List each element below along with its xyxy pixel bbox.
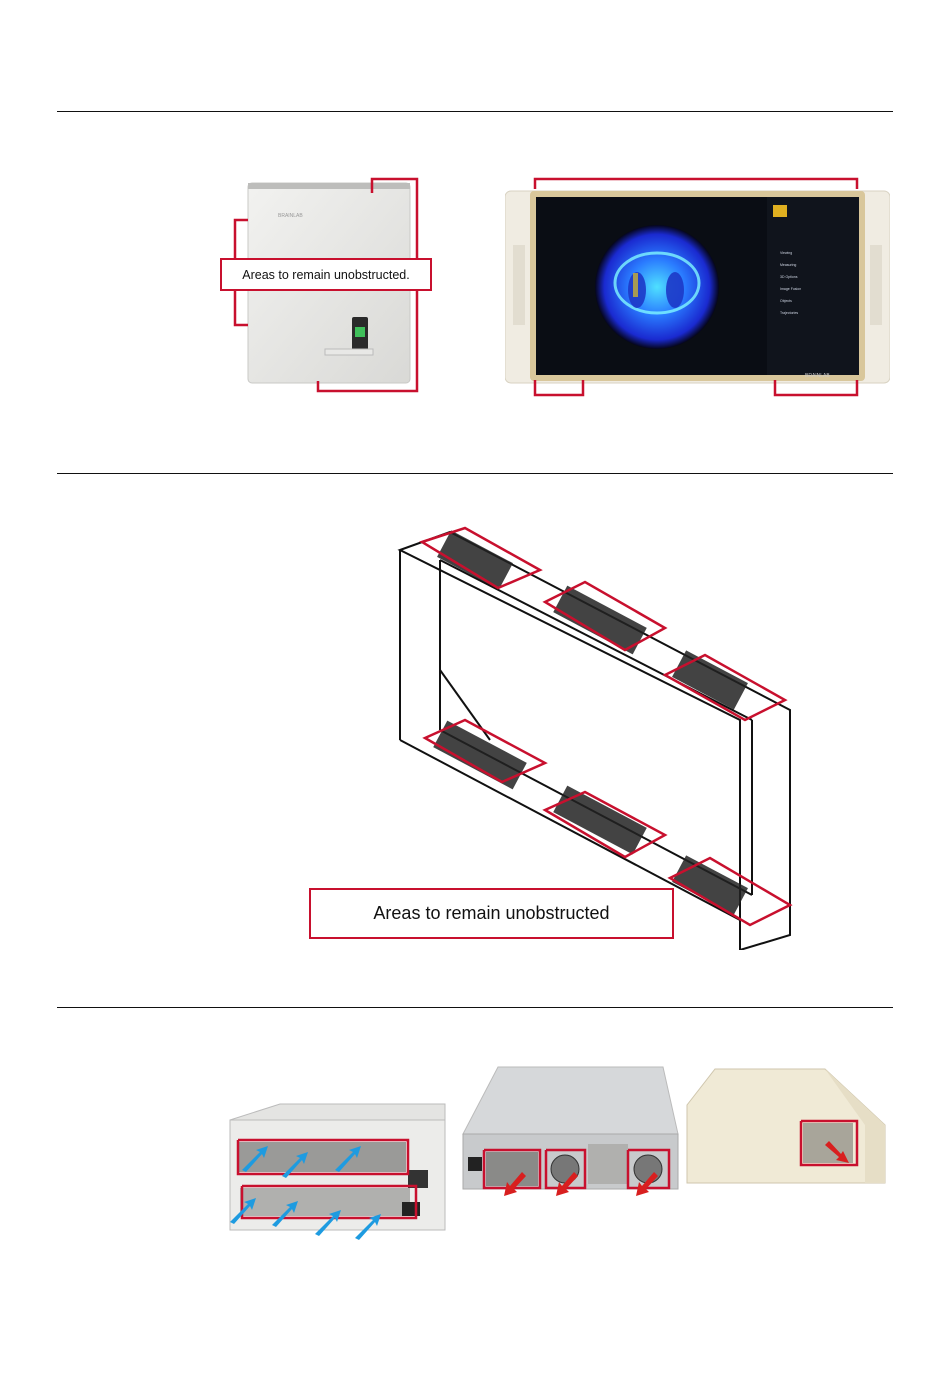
- beige-unit-illustration: [685, 1065, 890, 1195]
- monitor-menu-item: 3D Options: [780, 271, 830, 283]
- monitor-menu-item: Measuring: [780, 259, 830, 271]
- monitor-menu-item: Trajectories: [780, 307, 830, 319]
- computer-rear-illustration: [220, 1100, 448, 1250]
- computer-rear-figure: [220, 1100, 448, 1250]
- wall-panel-callout-label: Areas to remain unobstructed.: [220, 258, 432, 291]
- monitor-callout-lines: [505, 175, 890, 400]
- monitor-menu-item: Objects: [780, 295, 830, 307]
- frame-callout-label: Areas to remain unobstructed: [309, 888, 674, 939]
- section-divider-2: [57, 473, 893, 474]
- wall-panel-callout-text: Areas to remain unobstructed.: [242, 268, 409, 282]
- server-rear-illustration: [458, 1062, 680, 1202]
- monitor-menu-item: Image Fusion: [780, 283, 830, 295]
- server-rear-figure: [458, 1062, 680, 1202]
- beige-unit-figure: [685, 1065, 890, 1195]
- section-divider-3: [57, 1007, 893, 1008]
- monitor-figure: BRAINLAB Viewing Measuring 3D Options Im…: [505, 175, 890, 400]
- frame-callout-text: Areas to remain unobstructed: [373, 903, 609, 924]
- monitor-menu: Viewing Measuring 3D Options Image Fusio…: [780, 247, 830, 319]
- frame-figure: [380, 520, 810, 950]
- section-divider-1: [57, 111, 893, 112]
- frame-line-drawing: [380, 520, 810, 950]
- monitor-menu-item: Viewing: [780, 247, 830, 259]
